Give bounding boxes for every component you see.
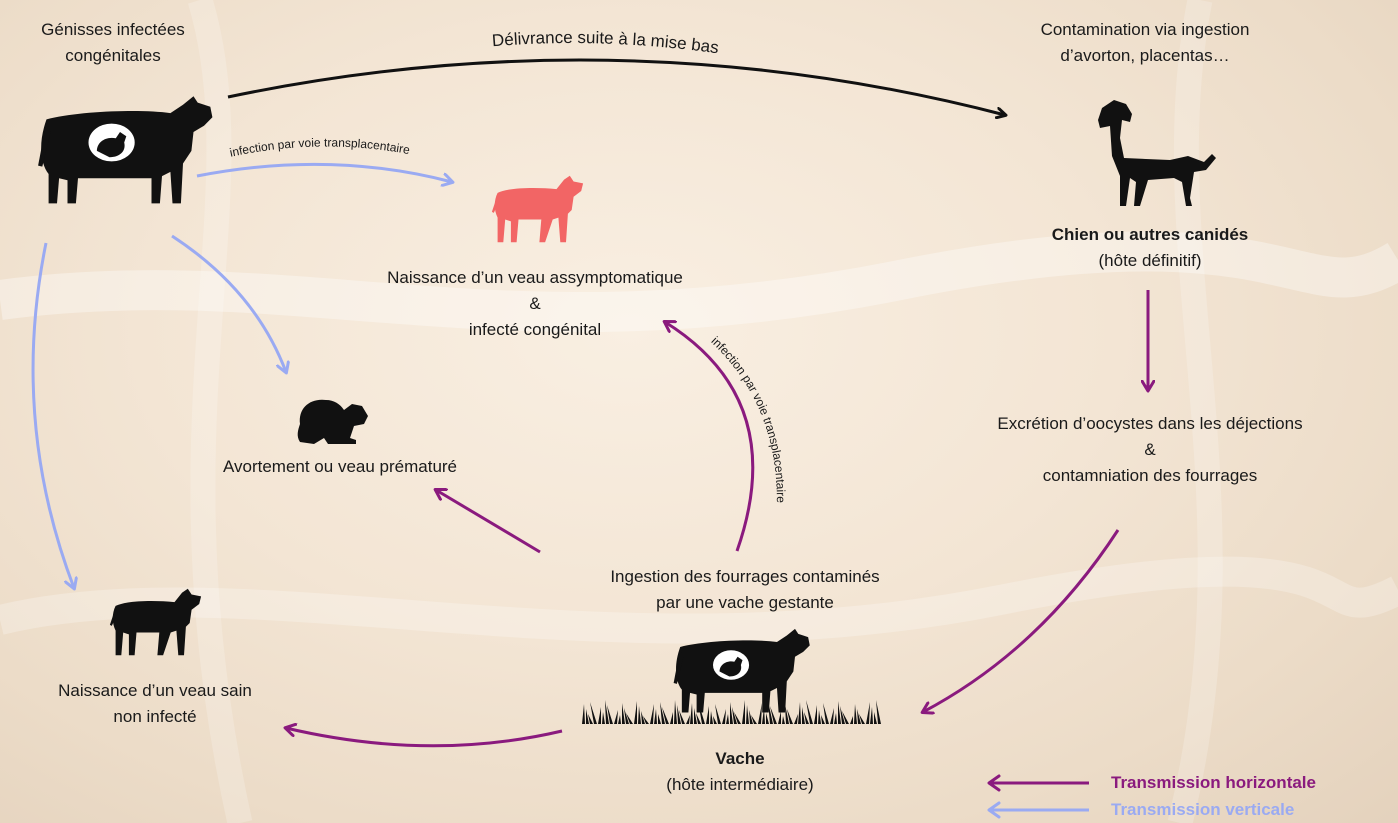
transplacental-label-right: infection par voie transplacentaire	[709, 334, 788, 504]
contamination-label-line2: d’avorton, placentas…	[990, 43, 1300, 69]
legend-horizontal-label: Transmission horizontale	[1111, 770, 1316, 796]
lying-calf-icon	[298, 400, 368, 444]
excretion-label: Excrétion d’oocystes dans les déjections…	[930, 411, 1370, 489]
healthy-label: Naissance d’un veau sain non infecté	[10, 678, 300, 730]
ingestion-label-line2: par une vache gestante	[550, 590, 940, 616]
legend-vertical: Transmission verticale	[985, 797, 1398, 823]
delivery-arrow	[228, 60, 1005, 115]
legend-vertical-label: Transmission verticale	[1111, 797, 1294, 823]
transplacental-vertical-arrow	[197, 164, 452, 182]
healthy-label-line2: non infecté	[10, 704, 300, 730]
cow-label-title: Vache	[610, 746, 870, 772]
ingestion-label: Ingestion des fourrages contaminés par u…	[550, 564, 940, 616]
heifers-label: Génisses infectées congénitales	[0, 17, 233, 69]
excretion-label-line3: contamniation des fourrages	[930, 463, 1370, 489]
ingestion-asymptomatic-arrow	[665, 322, 753, 551]
excretion-label-line1: Excrétion d’oocystes dans les déjections	[930, 411, 1370, 437]
infected-calf-icon	[492, 176, 583, 243]
dog-label-subtitle: (hôte définitif)	[1000, 248, 1300, 274]
contamination-label-line1: Contamination via ingestion	[990, 17, 1300, 43]
dog-label-title: Chien ou autres canidés	[1000, 222, 1300, 248]
legend-vertical-arrow	[985, 797, 1095, 823]
asymptomatic-label: Naissance d’un veau assymptomatique & in…	[330, 265, 740, 343]
dog-icon	[1098, 100, 1216, 206]
heifers-label-line2: congénitales	[0, 43, 233, 69]
cow-label-subtitle: (hôte intermédiaire)	[610, 772, 870, 798]
forage-horizontal-arrow	[923, 530, 1118, 712]
abortion-label-line1: Avortement ou veau prématuré	[180, 454, 500, 480]
heifers-label-line1: Génisses infectées	[0, 17, 233, 43]
ingestion-label-line1: Ingestion des fourrages contaminés	[550, 564, 940, 590]
legend-horizontal-arrow	[985, 770, 1095, 796]
pregnant-cow-icon	[38, 96, 212, 203]
excretion-label-line2: &	[930, 437, 1370, 463]
dog-label: Chien ou autres canidés (hôte définitif)	[1000, 222, 1300, 274]
healthy-calf-icon	[110, 589, 201, 656]
healthy-vertical-arrow	[33, 243, 74, 588]
legend-horizontal: Transmission horizontale	[985, 770, 1398, 796]
ingestion-abortion-arrow	[436, 490, 540, 552]
asymptomatic-label-line1: Naissance d’un veau assymptomatique	[330, 265, 740, 291]
asymptomatic-label-line3: infecté congénital	[330, 317, 740, 343]
contamination-label: Contamination via ingestion d’avorton, p…	[990, 17, 1300, 69]
pregnant-cow-in-grass-icon	[582, 629, 881, 724]
abortion-label: Avortement ou veau prématuré	[180, 454, 500, 480]
healthy-label-line1: Naissance d’un veau sain	[10, 678, 300, 704]
cow-label: Vache (hôte intermédiaire)	[610, 746, 870, 798]
abortion-vertical-arrow	[172, 236, 286, 372]
asymptomatic-label-line2: &	[330, 291, 740, 317]
cow-healthy-arrow	[286, 728, 562, 746]
delivery-label: Délivrance suite à la mise bas	[491, 28, 720, 57]
transplacental-label-top: infection par voie transplacentaire	[228, 135, 411, 159]
